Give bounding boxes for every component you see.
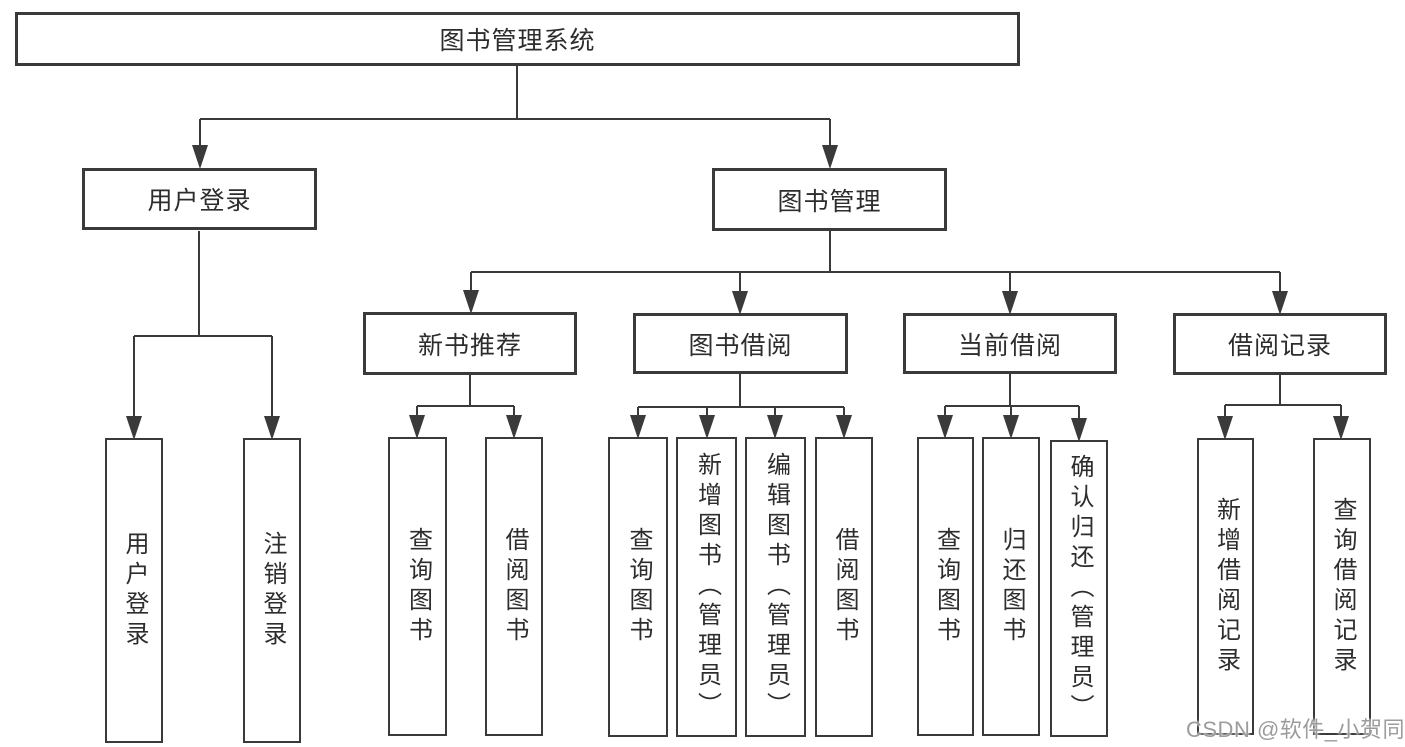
leaf-bb-add-book-admin-label: 新增图书（管理员） [693, 452, 721, 722]
node-new-book-recommend: 新书推荐 [363, 312, 577, 375]
leaf-logout: 注销登录 [243, 438, 301, 743]
node-user-login: 用户登录 [82, 168, 317, 230]
node-current-borrow-label: 当前借阅 [957, 331, 1062, 360]
leaf-user-login: 用户登录 [105, 438, 163, 743]
leaf-logout-label: 注销登录 [259, 530, 286, 651]
node-book-management-label: 图书管理 [777, 187, 882, 216]
leaf-cb-confirm-return-admin: 确认归还（管理员） [1050, 440, 1108, 737]
leaf-bb-query-book-label: 查询图书 [625, 527, 652, 647]
leaf-rec-borrow-book-label: 借阅图书 [501, 526, 528, 647]
leaf-bb-edit-book-admin-label: 编辑图书（管理员） [762, 452, 790, 722]
arrowheads [126, 145, 1349, 442]
leaf-br-add-record: 新增借阅记录 [1197, 438, 1254, 735]
leaf-bb-edit-book-admin: 编辑图书（管理员） [745, 437, 806, 737]
leaf-bb-add-book-admin: 新增图书（管理员） [676, 437, 737, 737]
csdn-watermark: CSDN @软件_小贺同学 [1186, 717, 1405, 742]
node-new-book-recommend-label: 新书推荐 [417, 331, 522, 360]
node-book-borrow: 图书借阅 [633, 313, 848, 374]
leaf-cb-return-book: 归还图书 [982, 437, 1040, 736]
leaf-rec-borrow-book: 借阅图书 [485, 437, 543, 736]
leaf-rec-query-book: 查询图书 [388, 437, 447, 736]
leaf-cb-query-book-label: 查询图书 [932, 526, 960, 647]
leaf-bb-borrow-book: 借阅图书 [815, 437, 873, 737]
node-borrow-record: 借阅记录 [1173, 313, 1387, 375]
leaf-br-add-record-label: 新增借阅记录 [1212, 496, 1240, 677]
node-current-borrow: 当前借阅 [903, 313, 1117, 374]
node-root-label: 图书管理系统 [439, 27, 596, 55]
leaf-user-login-label: 用户登录 [121, 530, 148, 651]
node-book-borrow-label: 图书借阅 [688, 331, 793, 360]
leaf-rec-query-book-label: 查询图书 [404, 526, 432, 647]
leaf-br-query-record: 查询借阅记录 [1313, 438, 1371, 735]
leaf-bb-borrow-book-label: 借阅图书 [831, 527, 858, 647]
leaf-cb-return-book-label: 归还图书 [998, 526, 1025, 647]
leaf-cb-query-book: 查询图书 [917, 437, 974, 736]
node-root: 图书管理系统 [15, 12, 1020, 66]
leaf-cb-confirm-return-admin-label: 确认归还（管理员） [1066, 453, 1093, 724]
node-borrow-record-label: 借阅记录 [1227, 332, 1332, 360]
leaf-bb-query-book: 查询图书 [608, 437, 668, 737]
node-user-login-label: 用户登录 [147, 187, 252, 215]
leaf-br-query-record-label: 查询借阅记录 [1329, 496, 1356, 677]
node-book-management: 图书管理 [712, 168, 947, 231]
